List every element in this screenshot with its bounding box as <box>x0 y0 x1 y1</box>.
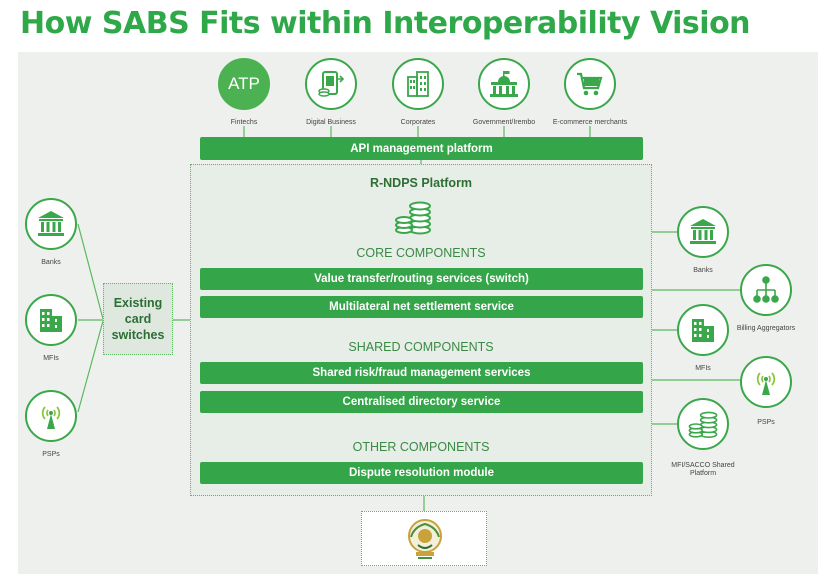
ecommerce-circle <box>564 58 616 110</box>
fintechs-circle: ATP <box>218 58 270 110</box>
right-psps-circle <box>740 356 792 408</box>
dispute-resolution-bar: Dispute resolution module <box>200 462 643 484</box>
rndps-platform-box <box>190 164 652 496</box>
digital-business-circle <box>305 58 357 110</box>
existing-card-switches-label: Existing card switches <box>111 296 165 342</box>
corporates-circle <box>392 58 444 110</box>
directory-service-bar: Centralised directory service <box>200 391 643 413</box>
switch-service-bar: Value transfer/routing services (switch) <box>200 268 643 290</box>
bank-icon <box>690 219 716 244</box>
right-banks-circle <box>677 206 729 258</box>
sacco-platform-circle <box>677 398 729 450</box>
net-settlement-bar: Multilateral net settlement service <box>200 296 643 318</box>
mobile-money-icon <box>318 71 345 97</box>
government-circle <box>478 58 530 110</box>
shared-components-heading: SHARED COMPONENTS <box>348 340 494 354</box>
central-bank-box <box>361 511 487 566</box>
antenna-icon <box>756 372 776 395</box>
right-banks-label: Banks <box>693 267 713 274</box>
coin-stack-icon <box>688 411 718 439</box>
atp-icon: ATP <box>228 74 260 93</box>
government-label: Government/Irembo <box>472 119 536 126</box>
billing-aggregators-circle <box>740 264 792 316</box>
fintechs-label: Fintechs <box>230 119 258 126</box>
office-building-icon <box>40 309 62 332</box>
bank-icon <box>38 211 64 236</box>
corporates-label: Corporates <box>400 119 436 126</box>
platform-title: R-NDPS Platform <box>369 176 473 190</box>
sacco-platform-label: MFI/SACCO Shared Platform <box>671 462 735 477</box>
right-psps-label: PSPs <box>757 419 775 426</box>
coin-stack-icon <box>395 201 431 235</box>
left-mfis-circle <box>25 294 77 346</box>
left-mfis-label: MFIs <box>43 355 59 362</box>
buildings-icon <box>407 71 429 97</box>
central-bank-seal-icon <box>408 519 442 559</box>
billing-aggregators-label: Billing Aggregators <box>736 325 796 332</box>
ecommerce-label: E-commerce merchants <box>552 119 628 126</box>
left-banks-circle <box>25 198 77 250</box>
left-psps-label: PSPs <box>42 451 60 458</box>
right-mfis-label: MFIs <box>695 365 711 372</box>
page-title: How SABS Fits within Interoperability Vi… <box>20 6 751 41</box>
other-components-heading: OTHER COMPONENTS <box>352 440 490 454</box>
antenna-icon <box>41 406 61 429</box>
left-psps-circle <box>25 390 77 442</box>
network-hierarchy-icon <box>753 276 779 303</box>
office-building-icon <box>692 319 714 342</box>
left-banks-label: Banks <box>41 259 61 266</box>
api-management-bar: API management platform <box>200 137 643 160</box>
core-components-heading: CORE COMPONENTS <box>356 246 486 260</box>
digital-business-label: Digital Business <box>306 119 356 126</box>
shopping-cart-icon <box>577 72 603 96</box>
risk-fraud-bar: Shared risk/fraud management services <box>200 362 643 384</box>
right-mfis-circle <box>677 304 729 356</box>
government-building-icon <box>490 71 518 97</box>
existing-card-switches-box: Existing card switches <box>103 283 173 355</box>
